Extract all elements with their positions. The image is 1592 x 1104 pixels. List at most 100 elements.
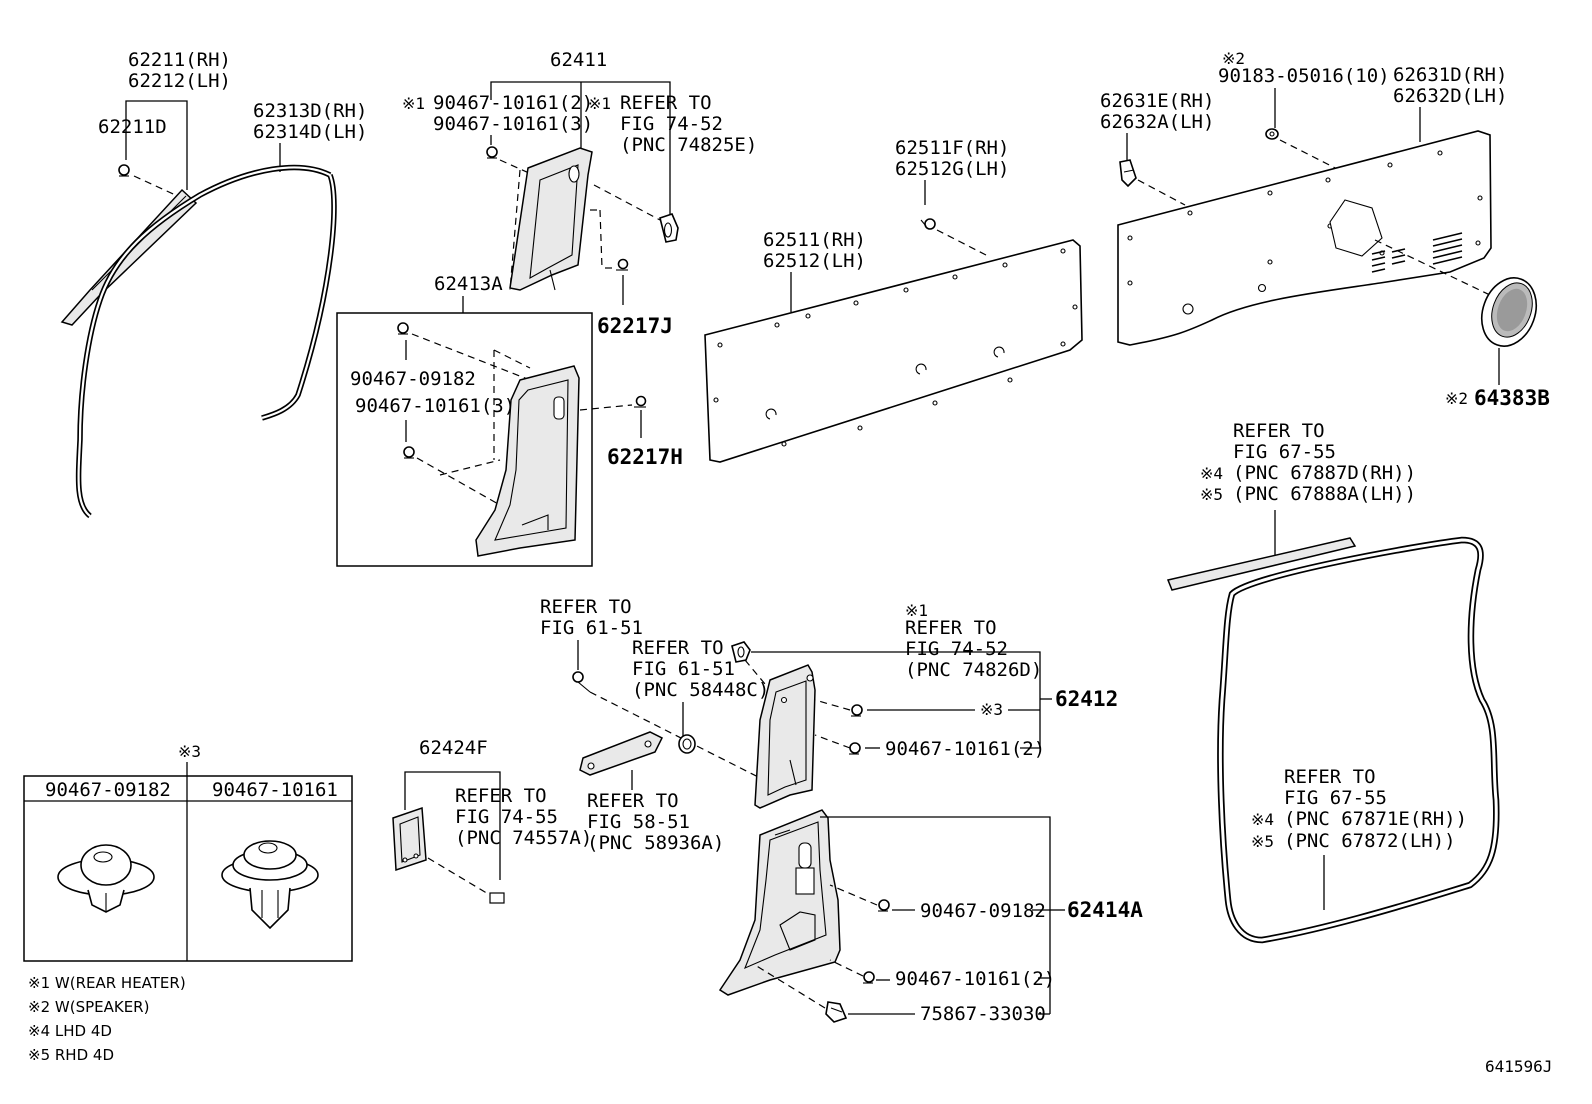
clip-75867-33030[interactable] [825,1001,848,1023]
label-62412[interactable]: 62412 [1055,687,1118,711]
label-62217h[interactable]: 62217H [607,445,683,469]
ref-67-55-b-line1[interactable]: REFER TO [1284,766,1376,788]
label-90467-10161-2[interactable]: 90467-10161(2) [433,92,593,114]
heater-duct-connector-74825e[interactable] [659,213,679,243]
assist-grip-group: REFER TO FIG 61-51 REFER TO FIG 61-51 (P… [540,596,781,854]
label-62414a-clip1[interactable]: 90467-09182 [920,900,1046,922]
clip-62412-mark3[interactable] [851,704,863,717]
label-62632a-lh[interactable]: 62632A(LH) [1100,111,1214,133]
clip-62217h[interactable] [634,395,647,408]
label-90467-10161-3[interactable]: 90467-10161(3) [433,113,593,135]
pad-74557a[interactable] [489,892,505,904]
ref-67-55-b-line3[interactable]: (PNC 67871E(RH)) [1284,808,1467,830]
clip-table: ※3 90467-09182 90467-10161 [23,742,353,962]
clip-62411-top[interactable] [486,146,498,159]
label-62632d-lh[interactable]: 62632D(LH) [1393,85,1507,107]
label-62424f[interactable]: 62424F [419,737,488,759]
center-pillar-upper-garnish[interactable] [509,147,593,291]
legend-note-1: ※1 W(REAR HEATER) [28,974,186,992]
assist-grip-58936a[interactable] [579,731,664,776]
detail-box-62413a [336,312,593,567]
ref-74-52-b-line1[interactable]: REFER TO [905,617,997,639]
label-62631d-rh[interactable]: 62631D(RH) [1393,64,1507,86]
label-62314d-lh[interactable]: 62314D(LH) [253,121,367,143]
clip-90467-10161-illustration [221,840,319,930]
clip-62211d[interactable] [118,164,130,177]
ref-61-51-b-line1[interactable]: REFER TO [632,637,724,659]
label-64383b[interactable]: 64383B [1474,386,1550,410]
label-90467-10161-3-box[interactable]: 90467-10161(3) [355,395,515,417]
back-door-weatherstrip-67871e[interactable] [1217,536,1500,944]
quarter-panel-holes [713,248,1078,447]
legend-note-4: ※4 LHD 4D [28,1022,112,1040]
ref-58-51-line1[interactable]: REFER TO [587,790,679,812]
ref-61-51-b-line3[interactable]: (PNC 58448C) [632,679,769,701]
ref-67-55-a-line4[interactable]: (PNC 67888A(LH)) [1233,483,1416,505]
ref-58-51-line2[interactable]: FIG 58-51 [587,811,690,833]
clip-table-col2: 90467-10161 [212,779,338,801]
speaker-grille-64383b[interactable] [1473,270,1546,354]
belt-moulding-67887d[interactable] [1166,537,1357,591]
ref-74-52-b-line3[interactable]: (PNC 74826D) [905,659,1042,681]
clip-90183-05016[interactable] [1265,128,1279,140]
rear-trim-board[interactable] [1117,130,1492,346]
label-90183-05016[interactable]: 90183-05016(10) [1218,65,1390,87]
ref-74-52-a-line1[interactable]: REFER TO [620,92,712,114]
anchor-cover-58448c[interactable] [678,734,696,754]
ref-58-51-line3[interactable]: (PNC 58936A) [587,832,724,854]
clip-62631e[interactable] [1119,159,1137,188]
a-pillar-garnish[interactable] [60,188,198,326]
ref-67-55-a-line1[interactable]: REFER TO [1233,420,1325,442]
clip-90467-10161-box[interactable] [403,446,415,459]
ref-67-55-a-line2[interactable]: FIG 67-55 [1233,441,1336,463]
label-62412-clip[interactable]: 90467-10161(2) [885,738,1045,760]
ref-61-51-b-line2[interactable]: FIG 61-51 [632,658,735,680]
bracket-62424f[interactable] [392,806,427,872]
label-62212-lh[interactable]: 62212(LH) [128,70,231,92]
label-62511-rh[interactable]: 62511(RH) [763,229,866,251]
rear-pillar-garnish-62414a-group: 62414A 90467-09182 90467-10161(2) 75867-… [718,809,1143,1025]
heater-duct-connector-74826d[interactable] [731,641,751,663]
ref-74-55-line1[interactable]: REFER TO [455,785,547,807]
label-90467-09182-box[interactable]: 90467-09182 [350,368,476,390]
clip-90467-09182-box[interactable] [397,322,409,335]
clip-62511f[interactable] [920,218,936,230]
rear-pillar-lower-garnish-62414a[interactable] [718,809,841,996]
mark-4-top: ※4 [1200,464,1223,483]
center-pillar-lower-garnish[interactable] [475,365,580,557]
ref-74-55-line3[interactable]: (PNC 74557A) [455,827,592,849]
quarter-trim-panel[interactable] [704,239,1083,463]
label-62512-lh[interactable]: 62512(LH) [763,250,866,272]
label-62414a-clip2[interactable]: 90467-10161(2) [895,968,1055,990]
ref-74-52-a-line2[interactable]: FIG 74-52 [620,113,723,135]
label-62211-rh[interactable]: 62211(RH) [128,49,231,71]
label-62313d-rh[interactable]: 62313D(RH) [253,100,367,122]
label-62217j[interactable]: 62217J [597,314,673,338]
screw-61-51[interactable] [572,671,591,693]
ref-74-55-line2[interactable]: FIG 74-55 [455,806,558,828]
ref-67-55-b-line2[interactable]: FIG 67-55 [1284,787,1387,809]
mark-5-bottom: ※5 [1251,832,1274,851]
clip-62412-90467-10161[interactable] [849,742,861,755]
ref-61-51-a-line1[interactable]: REFER TO [540,596,632,618]
clip-62217j[interactable] [616,258,629,271]
label-62414a-clip3[interactable]: 75867-33030 [920,1003,1046,1025]
ref-74-52-b-line2[interactable]: FIG 74-52 [905,638,1008,660]
bracket-62424f-group: 62424F REFER TO FIG 74-55 (PNC 74557A) [392,737,592,904]
ref-67-55-b-line4[interactable]: (PNC 67872(LH)) [1284,830,1456,852]
label-62631e-rh[interactable]: 62631E(RH) [1100,90,1214,112]
label-62411[interactable]: 62411 [550,49,607,71]
ref-67-55-a-line3[interactable]: (PNC 67887D(RH)) [1233,462,1416,484]
label-62211d[interactable]: 62211D [98,116,167,138]
door-opening-weatherstrip[interactable] [75,164,337,519]
clip-62414a-90467-09182[interactable] [878,899,890,912]
rear-pillar-garnish-62412[interactable] [754,664,816,809]
ref-74-52-a-line3[interactable]: (PNC 74825E) [620,134,757,156]
clip-62414a-90467-10161[interactable] [863,971,875,984]
ref-61-51-a-line2[interactable]: FIG 61-51 [540,617,643,639]
label-62413a[interactable]: 62413A [434,273,503,295]
label-62512g-lh[interactable]: 62512G(LH) [895,158,1009,180]
label-62414a[interactable]: 62414A [1067,898,1143,922]
label-62511f-rh[interactable]: 62511F(RH) [895,137,1009,159]
lower-pillar-garnish-group: 62413A 90467-09182 90467-10161(3) 62217H [336,273,683,567]
